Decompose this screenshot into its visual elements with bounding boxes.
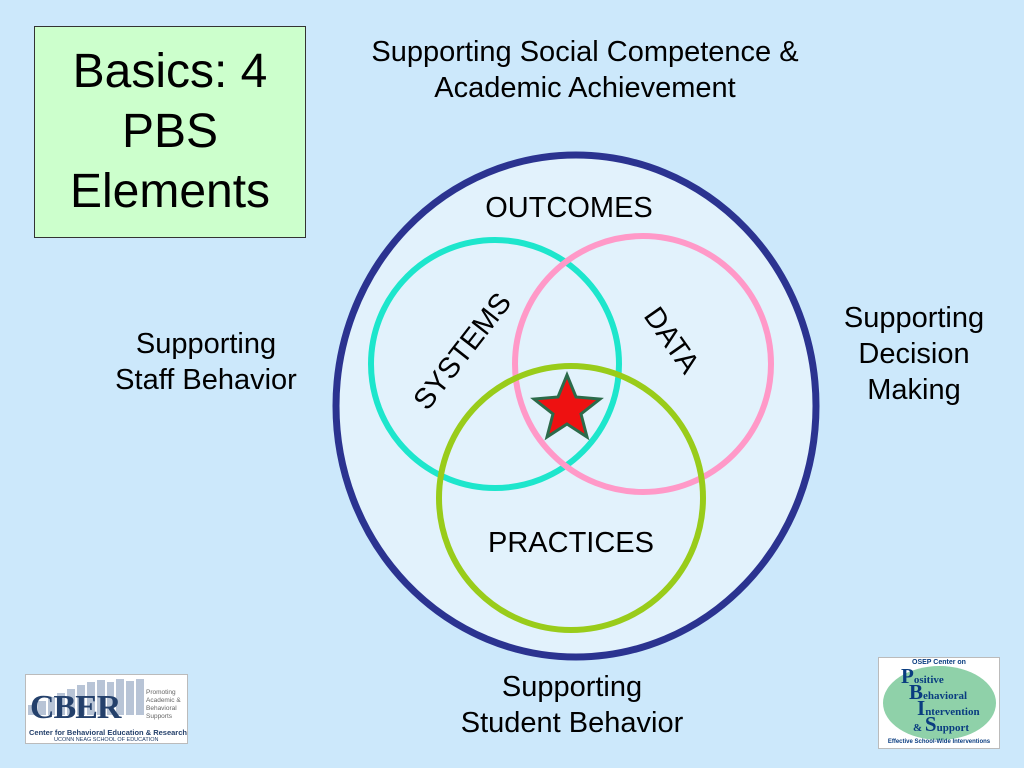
pbis-logo: OSEP Center on Positive Behavioral Inter… (878, 657, 1000, 749)
right-label: Supporting Decision Making (818, 300, 1010, 408)
bottom-label-line-1: Supporting (501, 671, 643, 703)
star-icon (530, 371, 604, 441)
pbis-oval-graphic (883, 666, 996, 740)
pbis-footer: Effective School-Wide Interventions (887, 739, 991, 745)
data-circle (512, 233, 774, 495)
pbis-word-intervention: Intervention (917, 696, 980, 720)
cber-fullname: Center for Behavioral Education & Resear… (29, 728, 187, 737)
top-label-line-2: Academic Achievement (434, 72, 736, 104)
cber-tagline-1: Promoting (146, 689, 176, 696)
cber-school: UCONN NEAG SCHOOL OF EDUCATION (54, 737, 159, 743)
pbis-word-behavioral: Behavioral (909, 680, 968, 704)
outcomes-label: OUTCOMES (485, 192, 653, 224)
slide-title-line-2: PBS (121, 105, 219, 158)
pbis-header: OSEP Center on (912, 659, 966, 666)
top-label: Supporting Social Competence & Academic … (320, 34, 850, 106)
right-label-line-3: Making (867, 374, 961, 406)
cber-logo: CBER Promoting Academic & Behavioral Sup… (25, 674, 188, 744)
slide-title-line-3: Elements (69, 165, 271, 218)
slide-title-line-1: Basics: 4 (72, 45, 268, 98)
bottom-label-line-2: Student Behavior (460, 707, 684, 739)
cber-tagline: Promoting Academic & Behavioral Supports (146, 689, 187, 721)
pbis-word-positive: Positive (901, 664, 944, 688)
cber-wordmark: CBER (30, 689, 121, 726)
right-label-line-2: Decision (858, 338, 970, 370)
practices-circle (436, 363, 706, 633)
practices-label: PRACTICES (488, 527, 654, 559)
pbis-word-support: & Support (913, 712, 970, 736)
left-label-line-1: Supporting (135, 328, 277, 360)
right-label-line-1: Supporting (843, 302, 985, 334)
systems-circle (368, 237, 622, 491)
bottom-label: Supporting Student Behavior (420, 669, 724, 741)
cber-tagline-3: Behavioral (146, 705, 177, 712)
cber-bars-graphic (28, 679, 144, 715)
cber-tagline-2: Academic & (146, 697, 181, 704)
top-label-line-1: Supporting Social Competence & (371, 36, 799, 68)
slide-title: Basics: 4 PBS Elements (34, 26, 306, 238)
left-label: Supporting Staff Behavior (88, 326, 324, 398)
left-label-line-2: Staff Behavior (115, 364, 297, 396)
cber-tagline-4: Supports (146, 713, 173, 720)
